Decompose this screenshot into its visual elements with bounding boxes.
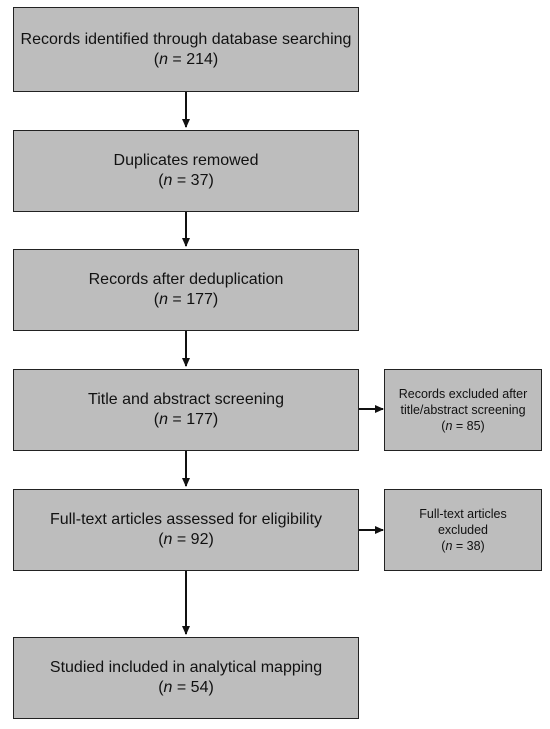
stage-label: Studied included in analytical mapping [49,659,323,676]
stage-count: (n = 54) [158,679,214,696]
stage-count: (n = 177) [153,291,219,308]
exclusion-count: (n = 38) [441,539,485,553]
stage-studies-included: Studied included in analytical mapping (… [13,637,359,719]
stage-records-identified: Records identified through database sear… [13,7,359,92]
stage-duplicates-removed: Duplicates remowed (n = 37) [13,130,359,212]
stage-full-text-assessed: Full-text articles assessed for eligibil… [13,489,359,571]
exclusion-count: (n = 85) [441,419,485,433]
stage-title-abstract-screening: Title and abstract screening (n = 177) [13,369,359,451]
stage-label: Duplicates remowed [113,152,259,169]
stage-count: (n = 37) [158,172,214,189]
stage-label: Records identified through database sear… [20,30,352,48]
stage-label: Full-text articles assessed for eligibil… [49,511,323,528]
stage-count: (n = 214) [153,50,219,68]
stage-after-deduplication: Records after deduplication (n = 177) [13,249,359,331]
stage-label: Title and abstract screening [88,391,284,408]
exclusion-label: Full-text articles excluded [419,507,507,537]
exclusion-label: Records excluded after title/abstract sc… [398,387,528,417]
exclusion-full-text: Full-text articles excluded (n = 38) [384,489,542,571]
stage-count: (n = 177) [153,411,219,428]
exclusion-title-abstract: Records excluded after title/abstract sc… [384,369,542,451]
stage-count: (n = 92) [158,531,214,548]
stage-label: Records after deduplication [88,271,284,288]
